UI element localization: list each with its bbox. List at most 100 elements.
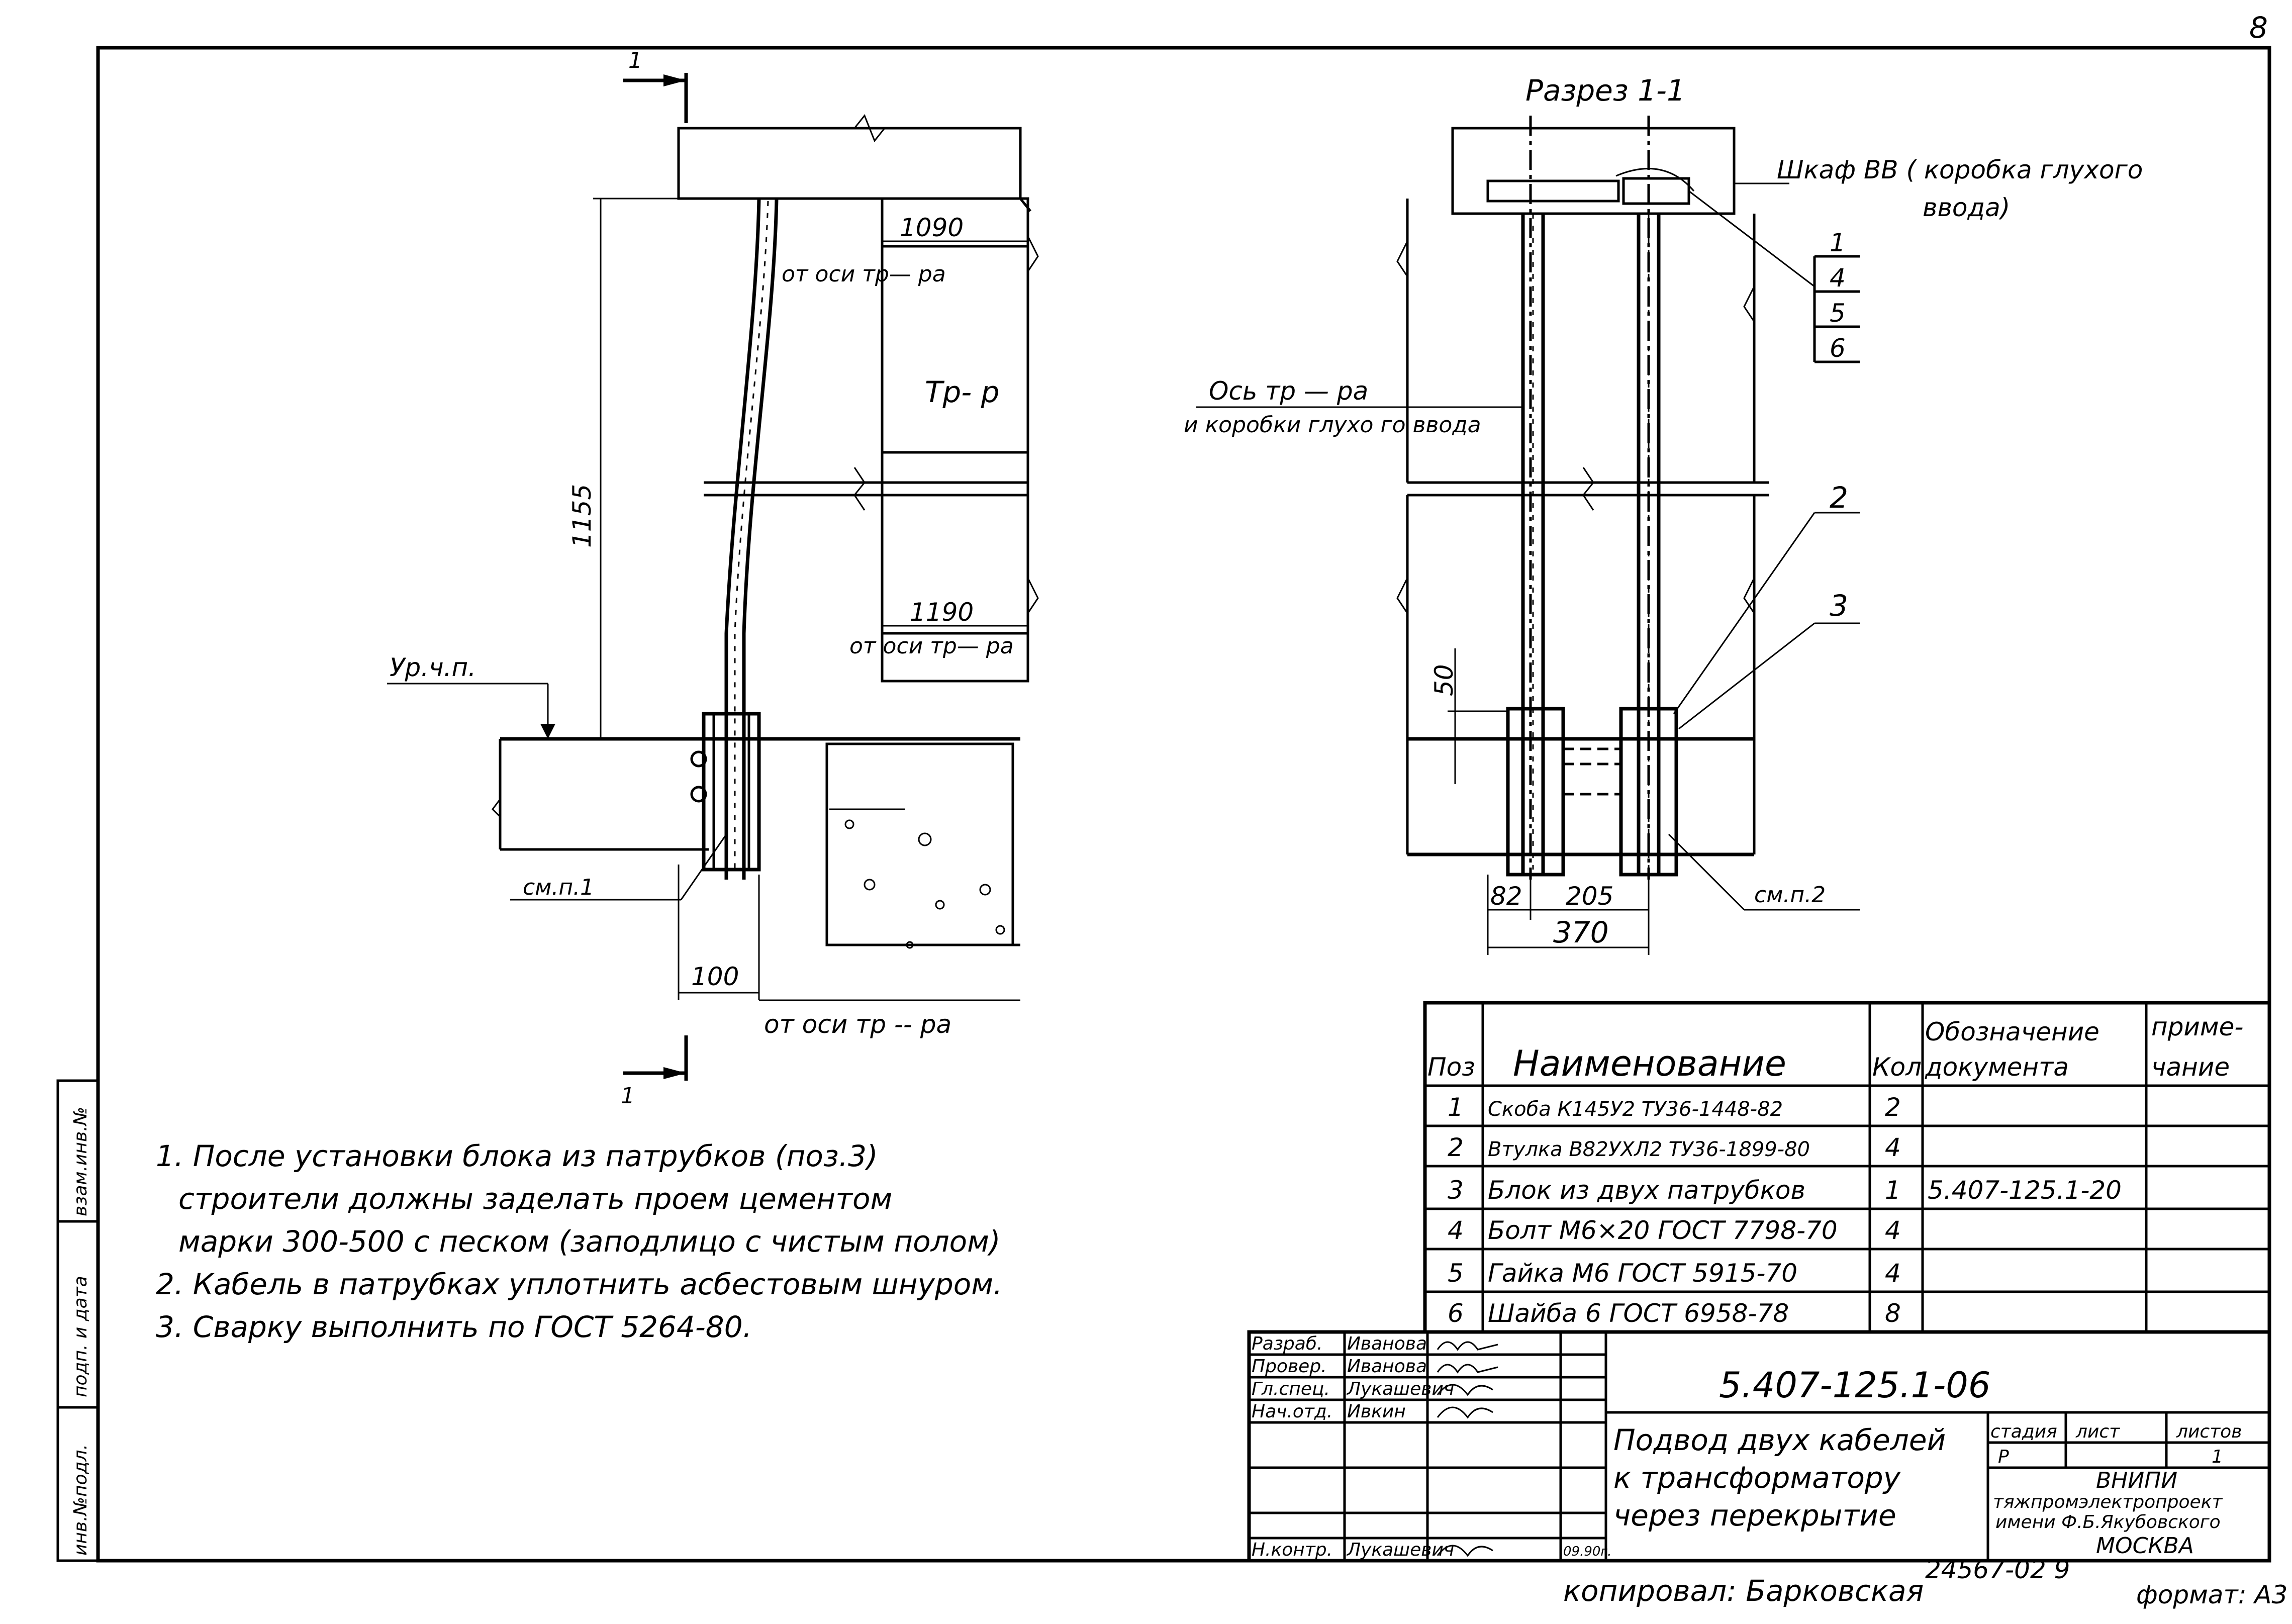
spec-table: Поз Наименование Кол Обозначение докумен… bbox=[1423, 1001, 2271, 1334]
svg-text:8: 8 bbox=[1885, 1299, 1901, 1328]
note-line-2: строители должны заделать проем цементом bbox=[178, 1182, 892, 1216]
role-3: Гл.спец. bbox=[1252, 1379, 1330, 1399]
stamp-sign-date: подп. и дата bbox=[70, 1276, 91, 1397]
spec-header-note-1: приме- bbox=[2151, 1012, 2243, 1041]
floor-level-label: Ур.ч.п. bbox=[390, 653, 476, 682]
role-5-date: 09.90г. bbox=[1563, 1544, 1611, 1559]
cable-left bbox=[724, 198, 761, 880]
dim-1090: 1090 bbox=[900, 213, 964, 242]
cabinet-top-box bbox=[1451, 127, 1736, 215]
stage-label: стадия bbox=[1990, 1421, 2057, 1442]
spec-row-2: 2 Втулка В82УХЛ2 ТУ36-1899-80 4 bbox=[1448, 1133, 1901, 1162]
sheet-label: лист bbox=[2075, 1421, 2120, 1442]
dim-205: 205 bbox=[1566, 882, 1613, 911]
concrete-fill bbox=[825, 742, 1014, 946]
axis-label-1: Ось тр — ра bbox=[1209, 376, 1368, 406]
dim-82: 82 bbox=[1490, 882, 1522, 911]
section-mark-bottom: 1 bbox=[621, 1035, 688, 1109]
spec-row-3: 3 Блок из двух патрубков 1 5.407-125.1-2… bbox=[1448, 1176, 2122, 1205]
spec-header-doc-2: документа bbox=[1925, 1053, 2069, 1082]
role-4: Нач.отд. bbox=[1252, 1401, 1332, 1422]
svg-text:4: 4 bbox=[1830, 263, 1846, 293]
spec-row-5: 5 Гайка М6 ГОСТ 5915-70 4 bbox=[1448, 1259, 1901, 1288]
spec-header-qty: Кол bbox=[1872, 1053, 1922, 1082]
spec-row-1: 1 Скоба К145У2 ТУ36-1448-82 2 bbox=[1448, 1093, 1901, 1122]
role-2-name: Иванова bbox=[1347, 1356, 1427, 1377]
spec-header-name: Наименование bbox=[1513, 1043, 1786, 1084]
dim-1155: 1155 bbox=[567, 484, 597, 548]
role-4-name: Ивкин bbox=[1347, 1401, 1406, 1422]
see-note-2: см.п.2 bbox=[1754, 882, 1826, 908]
transformer-top-box bbox=[677, 127, 1022, 200]
svg-text:4: 4 bbox=[1885, 1216, 1901, 1245]
pos-2: 2 bbox=[1830, 481, 1848, 515]
stage-value: Р bbox=[1998, 1447, 2009, 1467]
svg-text:4: 4 bbox=[1885, 1259, 1901, 1288]
svg-text:5: 5 bbox=[1830, 299, 1846, 328]
org-line-4: МОСКВА bbox=[2096, 1533, 2194, 1559]
right-section-view: Разрез 1-1 Шкаф ВВ ( коробка глухого вво… bbox=[1184, 73, 2143, 955]
svg-text:4: 4 bbox=[1885, 1133, 1901, 1162]
from-axis-label-2: от оси тр— ра bbox=[849, 633, 1014, 659]
side-stamp-strip: инв.№подл. подп. и дата взам.инв.№ bbox=[56, 1079, 100, 1562]
section-title: Разрез 1-1 bbox=[1525, 73, 1685, 108]
note-line-5: 3. Сварку выполнить по ГОСТ 5264-80. bbox=[156, 1310, 752, 1344]
spec-row-4: 4 Болт М6×20 ГОСТ 7798-70 4 bbox=[1448, 1216, 1901, 1245]
stamp-inv-original: инв.№подл. bbox=[70, 1444, 91, 1556]
dim-1190: 1190 bbox=[910, 598, 974, 627]
notes-block: 1. После установки блока из патрубков (п… bbox=[156, 1139, 1002, 1344]
svg-text:5.407-125.1-20: 5.407-125.1-20 bbox=[1928, 1176, 2122, 1205]
sheet-number: 8 bbox=[2249, 11, 2268, 45]
cabinet-label-1: Шкаф ВВ ( коробка глухого bbox=[1777, 155, 2143, 184]
spec-header-note-2: чание bbox=[2151, 1053, 2230, 1082]
org-line-3: имени Ф.Б.Якубовского bbox=[1995, 1512, 2221, 1533]
transformer-label: Тр- р bbox=[925, 375, 999, 409]
pipe-block-left bbox=[702, 712, 761, 872]
svg-text:1: 1 bbox=[1830, 228, 1846, 257]
svg-text:1: 1 bbox=[628, 48, 642, 73]
pos-3: 3 bbox=[1830, 589, 1848, 623]
svg-text:2: 2 bbox=[1448, 1133, 1464, 1162]
svg-text:Скоба К145У2 ТУ36-1448-82: Скоба К145У2 ТУ36-1448-82 bbox=[1488, 1098, 1783, 1121]
svg-text:1: 1 bbox=[1448, 1093, 1464, 1122]
svg-text:Шайба 6 ГОСТ 6958-78: Шайба 6 ГОСТ 6958-78 bbox=[1488, 1299, 1789, 1328]
order-number: 24567-02 9 bbox=[1925, 1555, 2070, 1584]
see-note-1: см.п.1 bbox=[523, 875, 594, 900]
note-line-4: 2. Кабель в патрубках уплотнить асбестов… bbox=[156, 1267, 1002, 1301]
svg-text:Гайка М6 ГОСТ 5915-70: Гайка М6 ГОСТ 5915-70 bbox=[1488, 1259, 1797, 1288]
copied-by: копировал: Барковская bbox=[1563, 1574, 1924, 1608]
svg-text:Втулка В82УХЛ2 ТУ36-1899-80: Втулка В82УХЛ2 ТУ36-1899-80 bbox=[1488, 1138, 1810, 1161]
note-line-1: 1. После установки блока из патрубков (п… bbox=[156, 1139, 878, 1173]
title-line-2: к трансформатору bbox=[1613, 1461, 1901, 1495]
doc-code: 5.407-125.1-06 bbox=[1719, 1365, 1990, 1406]
from-axis-label-3: от оси тр -- ра bbox=[764, 1010, 951, 1039]
sheet-frame bbox=[96, 46, 2271, 1563]
callout-stack: 1 4 5 6 bbox=[1813, 228, 1860, 363]
svg-text:1: 1 bbox=[621, 1083, 635, 1109]
svg-text:5: 5 bbox=[1448, 1259, 1464, 1288]
from-axis-label-1: от оси тр— ра bbox=[782, 261, 946, 287]
transformer-body bbox=[881, 197, 1029, 683]
note-line-3: марки 300-500 с песком (заподлицо с чист… bbox=[178, 1224, 1001, 1259]
role-2: Провер. bbox=[1252, 1356, 1327, 1377]
title-block: Разраб. Иванова Провер. Иванова Гл.спец.… bbox=[1247, 1330, 2271, 1563]
org-line-1: ВНИПИ bbox=[2096, 1468, 2177, 1493]
dim-50: 50 bbox=[1429, 664, 1459, 696]
dim-370: 370 bbox=[1553, 915, 1609, 949]
spec-header-doc-1: Обозначение bbox=[1925, 1017, 2099, 1046]
svg-text:2: 2 bbox=[1885, 1093, 1901, 1122]
axis-label-2: и коробки глухо го ввода bbox=[1184, 412, 1481, 438]
role-3-name: Лукашевич bbox=[1346, 1379, 1454, 1399]
spec-header-pos: Поз bbox=[1427, 1053, 1475, 1082]
role-1-name: Иванова bbox=[1347, 1333, 1427, 1354]
role-5: Н.контр. bbox=[1252, 1540, 1332, 1560]
role-1: Разраб. bbox=[1252, 1333, 1322, 1354]
cabinet-label-2: ввода) bbox=[1923, 193, 2010, 222]
format-label: формат: А3 bbox=[2136, 1580, 2287, 1609]
sheets-value: 1 bbox=[2212, 1447, 2223, 1467]
svg-text:6: 6 bbox=[1448, 1299, 1464, 1328]
left-section-view: 1 1 1090 от оси тр— ра Тр- р bbox=[387, 48, 1039, 1109]
svg-text:1: 1 bbox=[1885, 1176, 1901, 1205]
title-line-3: через перекрытие bbox=[1613, 1498, 1896, 1533]
